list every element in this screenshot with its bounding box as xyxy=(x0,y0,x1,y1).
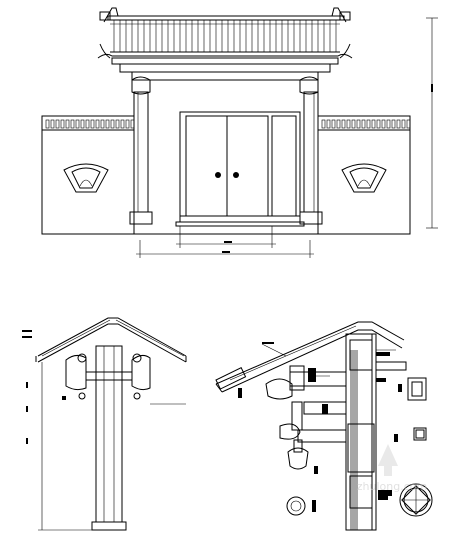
section-dimension xyxy=(22,330,186,531)
wall-left xyxy=(41,115,135,235)
section-brackets xyxy=(65,353,151,400)
section-roof xyxy=(35,317,187,363)
detail-column xyxy=(345,333,377,531)
bracket-left xyxy=(131,76,151,95)
roof-tiles xyxy=(110,20,340,53)
column-right xyxy=(299,91,323,225)
decorative-window-left xyxy=(63,163,109,193)
column-cross-section xyxy=(399,483,433,517)
section-post xyxy=(91,345,127,531)
door-knocker-right xyxy=(233,172,239,178)
svg-text:zhulong.com: zhulong.com xyxy=(357,480,427,493)
door-knocker-left xyxy=(215,172,221,178)
roof-eave xyxy=(97,43,353,73)
dimension-lines xyxy=(136,17,438,258)
side-section xyxy=(22,317,187,531)
front-elevation xyxy=(41,7,438,258)
detail-bracket xyxy=(265,365,309,470)
eave-detail xyxy=(215,321,433,531)
main-door xyxy=(175,111,305,227)
roof-ridge xyxy=(99,7,351,23)
wall-right xyxy=(317,115,411,235)
watermark: zhulong.com xyxy=(357,444,427,493)
decorative-window-right xyxy=(341,163,387,193)
hanging-pendant xyxy=(287,447,309,470)
column-left xyxy=(129,91,153,225)
detail-sections xyxy=(286,377,433,517)
detail-roof xyxy=(215,321,405,393)
lintel xyxy=(131,71,319,81)
detail-leaders xyxy=(238,342,402,512)
